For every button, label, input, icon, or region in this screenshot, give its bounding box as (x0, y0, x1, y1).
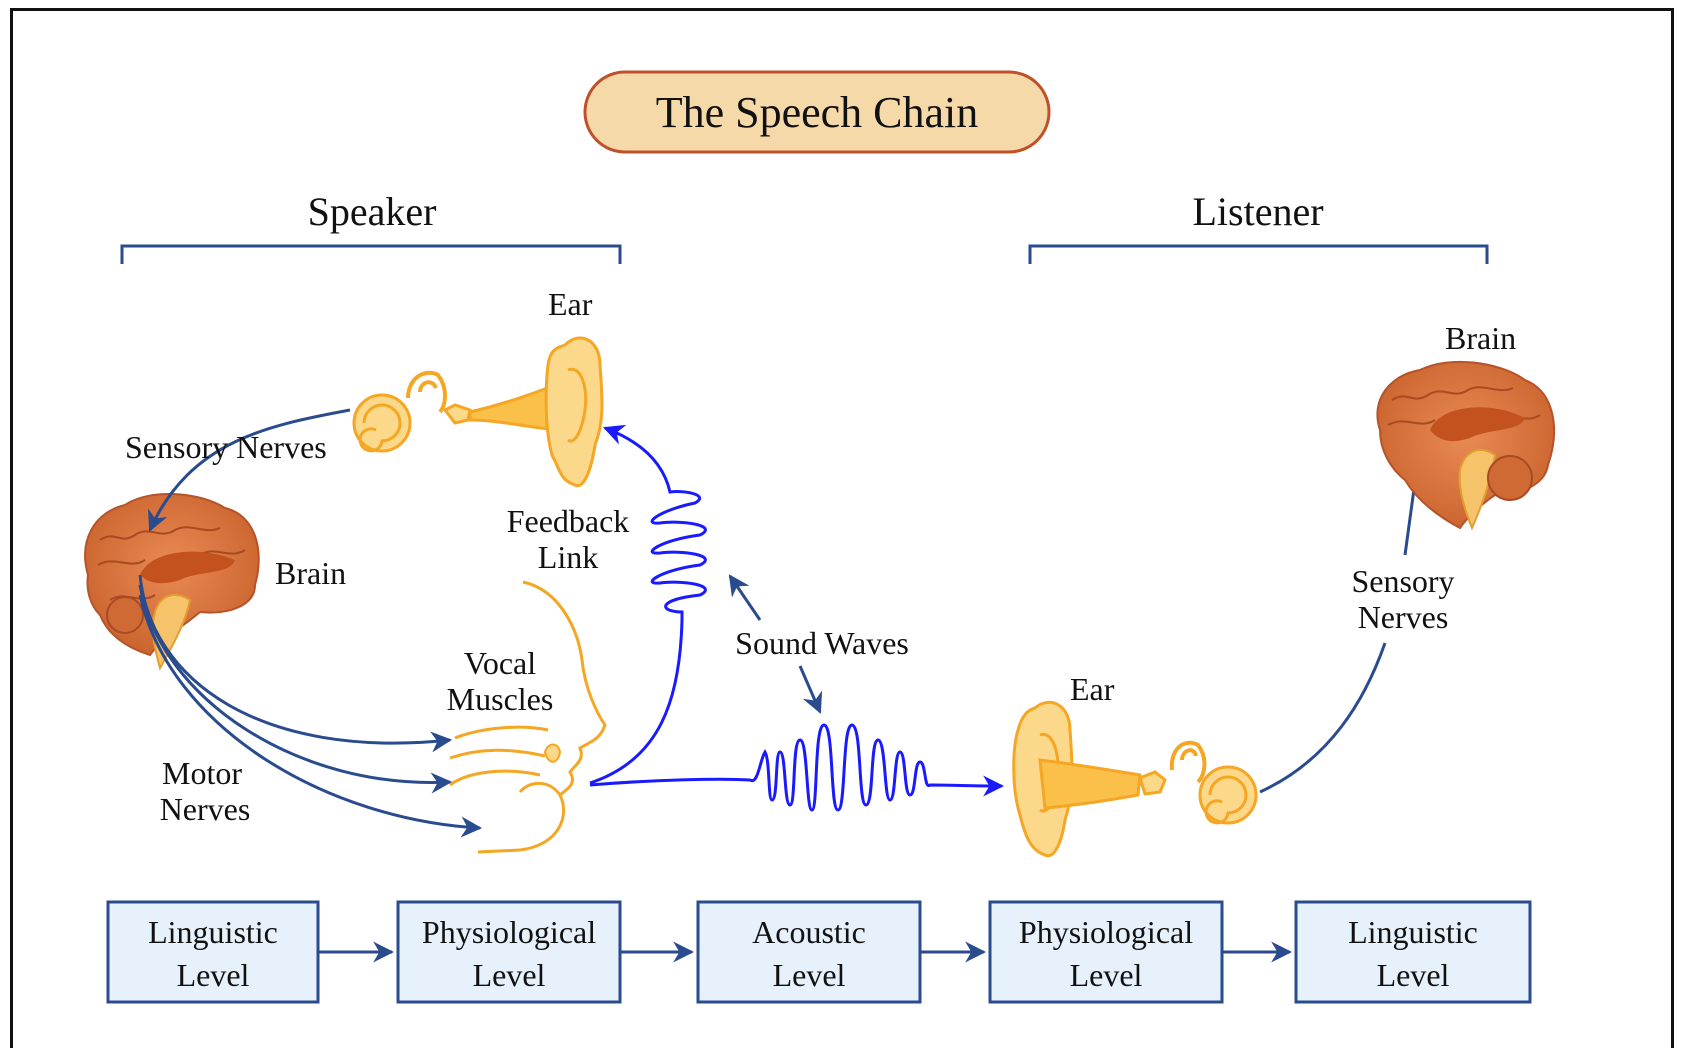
level-box-speaker-physiological: Physiological Level (396, 900, 622, 1004)
listener-bracket (1028, 244, 1489, 264)
sound-waves-pointer-down (798, 665, 823, 714)
vocal-muscles-label-line2: Muscles (447, 681, 554, 717)
speaker-bracket (120, 244, 622, 264)
level-label-line1: Acoustic (752, 914, 866, 950)
level-label-line2: Level (177, 957, 250, 993)
title-badge: The Speech Chain (583, 70, 1051, 154)
motor-nerves-label-line2: Nerves (160, 791, 251, 827)
sound-waves-pointer-up (728, 574, 762, 621)
speaker-brain-label: Brain (275, 555, 346, 591)
speaker-heading: Speaker (308, 189, 437, 234)
level-label-line1: Linguistic (1348, 914, 1478, 950)
speaker-head-profile (449, 580, 607, 854)
sound-waves-label: Sound Waves (735, 625, 909, 661)
listener-ear-illustration (1012, 700, 1258, 858)
level-label-line1: Physiological (1019, 914, 1193, 950)
vocal-muscles-label-line1: Vocal (464, 645, 536, 681)
speaker-ear-label: Ear (548, 286, 593, 322)
listener-ear-label: Ear (1070, 671, 1115, 707)
acoustic-sound-wave (589, 723, 1005, 812)
level-label-line1: Physiological (422, 914, 596, 950)
level-label-line1: Linguistic (148, 914, 278, 950)
feedback-link-label-line1: Feedback (507, 503, 630, 539)
diagram-frame (10, 8, 1674, 1048)
listener-brain-illustration (1376, 360, 1555, 531)
motor-nerves-label-line1: Motor (162, 755, 242, 791)
level-box-speaker-linguistic: Linguistic Level (106, 900, 320, 1004)
level-label-line2: Level (773, 957, 846, 993)
level-box-listener-physiological: Physiological Level (988, 900, 1224, 1004)
feedback-sound-wave (589, 424, 707, 785)
listener-heading: Listener (1192, 189, 1323, 234)
listener-sensory-nerves-label-line1: Sensory (1351, 563, 1454, 599)
feedback-link-label-line2: Link (538, 539, 598, 575)
listener-brain-label: Brain (1445, 320, 1516, 356)
motor-nerve-arrow-2 (138, 584, 453, 794)
speaker-ear-illustration (352, 336, 604, 488)
speaker-sensory-nerves-label: Sensory Nerves (125, 429, 327, 465)
level-label-line2: Level (1377, 957, 1450, 993)
page-title: The Speech Chain (656, 88, 979, 137)
speaker-brain-illustration (84, 492, 260, 671)
level-box-acoustic: Acoustic Level (696, 900, 922, 1004)
speaker-sensory-nerve-arrow (148, 408, 351, 532)
level-label-line2: Level (1070, 957, 1143, 993)
level-box-listener-linguistic: Linguistic Level (1294, 900, 1532, 1004)
motor-nerve-arrow-3 (138, 594, 483, 838)
level-label-line2: Level (473, 957, 546, 993)
listener-sensory-nerves-label-line2: Nerves (1358, 599, 1449, 635)
